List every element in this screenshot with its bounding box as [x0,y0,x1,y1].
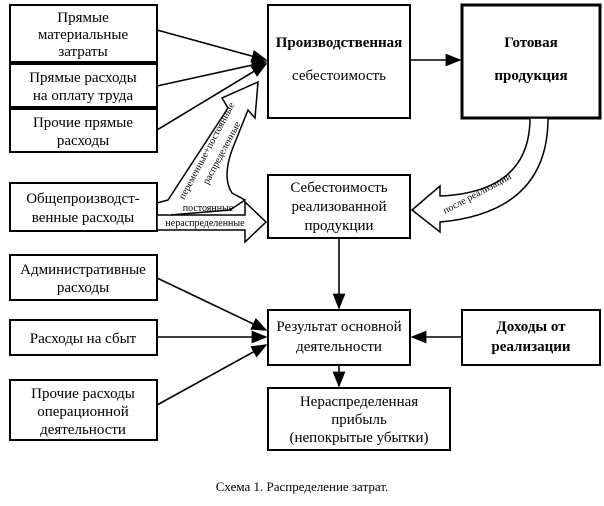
arrow-other-operating-to-result [156,344,268,406]
svg-text:Доходы от: Доходы от [496,319,566,335]
svg-text:Административные: Административные [20,262,146,278]
block-arrow-variable-fixed-allocated [156,80,259,216]
svg-text:деятельности: деятельности [40,422,126,438]
svg-text:продукция: продукция [494,68,567,84]
svg-text:Производственная: Производственная [276,35,403,51]
box-direct-materials: Прямые материальные затраты [9,4,158,63]
block-arrow-after-sale [410,117,549,234]
svg-text:Прямые расходы: Прямые расходы [29,70,137,86]
box-finished-goods: Готовая продукция [460,3,602,120]
box-selling: Расходы на сбыт [9,319,158,356]
svg-text:реализованной: реализованной [291,199,386,215]
svg-text:Прочие прямые: Прочие прямые [33,115,133,131]
label-fixed: постоянные [183,203,234,214]
box-operating-result: Результат основной деятельности [267,309,411,366]
svg-text:материальные: материальные [38,27,129,43]
connector-arrows [156,29,462,406]
box-overhead: Общепроизводст- венные расходы [9,182,158,232]
box-cost-of-sales: Себестоимость реализованной продукции [267,174,411,239]
arrow-materials-to-production [156,29,268,63]
svg-text:расходы: расходы [57,280,109,296]
svg-text:Нераспределенная: Нераспределенная [300,394,418,410]
svg-text:на оплату труда: на оплату труда [33,88,134,104]
svg-text:венные расходы: венные расходы [32,210,135,226]
svg-text:продукции: продукции [304,218,373,234]
svg-text:Результат основной: Результат основной [276,319,401,335]
label-unallocated: нераспределенные [165,218,245,229]
svg-text:Прямые: Прямые [57,10,109,26]
svg-text:Общепроизводст-: Общепроизводст- [26,191,140,207]
box-production-cost: Производственная себестоимость [267,4,411,119]
svg-text:прибыль: прибыль [331,412,387,428]
svg-text:Расходы на сбыт: Расходы на сбыт [30,331,137,347]
svg-text:деятельности: деятельности [296,339,382,355]
svg-text:(непокрытые убытки): (непокрытые убытки) [290,430,429,446]
svg-text:затраты: затраты [58,44,107,60]
svg-text:Себестоимость: Себестоимость [290,180,387,196]
svg-text:Прочие расходы: Прочие расходы [31,386,135,402]
box-other-direct: Прочие прямые расходы [9,108,158,153]
svg-text:операционной: операционной [37,404,128,420]
svg-text:Готовая: Готовая [504,35,558,51]
arrow-other-direct-to-production [156,63,268,131]
caption: Схема 1. Распределение затрат. [216,479,388,494]
box-revenue: Доходы от реализации [461,309,601,366]
block-arrow-fixed-unallocated [156,200,268,244]
svg-text:себестоимость: себестоимость [292,68,386,84]
arrow-labor-to-production [156,58,268,87]
box-other-operating: Прочие расходы операционной деятельности [9,379,158,441]
arrow-admin-to-result [156,277,268,331]
box-direct-labor: Прямые расходы на оплату труда [9,63,158,108]
svg-text:расходы: расходы [57,133,109,149]
svg-text:реализации: реализации [491,339,571,355]
box-administrative: Административные расходы [9,254,158,301]
box-retained-earnings: Нераспределенная прибыль (непокрытые убы… [267,387,451,451]
